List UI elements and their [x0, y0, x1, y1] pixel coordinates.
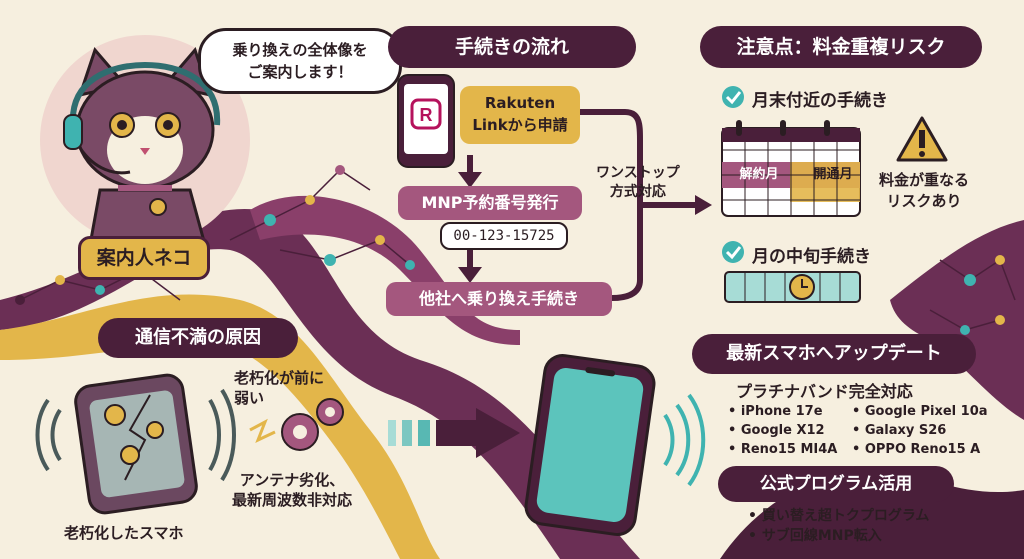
list-item: • Google Pixel 10a: [852, 404, 988, 419]
signal-waves-right: [663, 393, 706, 487]
upgrade-heading: 最新スマホへアップデート: [692, 334, 976, 374]
reason-aging: 老朽化が前に 弱い: [234, 368, 324, 408]
calendar-mid-month: [724, 271, 861, 303]
old-phone-caption: 老朽化したスマホ: [64, 524, 184, 542]
speech-line-2: ご案内します！: [247, 63, 353, 81]
reason2-line-2: 最新周波数非対応: [232, 491, 353, 509]
ribbon-gold: [0, 294, 440, 559]
causes-heading: 通信不満の原因: [98, 318, 298, 358]
warning-line-1: 料金が重なる: [878, 171, 969, 189]
procedure-heading: 手続きの流れ: [388, 26, 636, 68]
mascot-name-label: 案内人ネコ: [78, 236, 210, 280]
caution-heading: 注意点：料金重複リスク: [700, 26, 982, 68]
model-name: iPhone 17e: [740, 404, 823, 419]
list-item: • 買い替え超トクプログラム: [748, 508, 930, 524]
program-item: サブ回線MNP転入: [761, 528, 882, 544]
model-name: Google Pixel 10a: [864, 404, 988, 419]
program-list: • 買い替え超トクプログラム • サブ回線MNP転入: [748, 506, 929, 546]
mnp-number: 00-123-15725: [440, 222, 568, 250]
check-icon: [722, 86, 744, 108]
onestop-line-2: 方式対応: [609, 184, 666, 200]
list-item: • iPhone 17e: [728, 404, 823, 419]
cancel-month-label: 解約月: [739, 167, 779, 182]
model-name: OPPO Reno15 A: [864, 442, 981, 457]
list-item: • サブ回線MNP転入: [748, 528, 882, 544]
step-mnp-issue: MNP予約番号発行: [398, 186, 582, 220]
reason1-line-1: 老朽化が前に: [234, 369, 325, 387]
reason-antenna: アンテナ劣化、 最新周波数非対応: [232, 470, 352, 510]
model-name: Galaxy S26: [864, 423, 947, 438]
mid-month-label: 月の中旬手続き: [752, 247, 871, 267]
warning-text: 料金が重なる リスクあり: [872, 170, 976, 212]
models-left-list: • iPhone 17e • Google X12 • Reno15 MI4A: [728, 402, 837, 459]
new-phone: [524, 354, 656, 536]
gear-icon: [249, 398, 344, 451]
warning-icon: [896, 116, 948, 162]
end-of-month-label: 月末付近の手続き: [752, 91, 888, 111]
ribbon-right: [890, 220, 1024, 420]
upgrade-arrow: [388, 408, 520, 458]
step-switch-carrier: 他社へ乗り換え手続き: [386, 282, 612, 316]
model-name: Reno15 MI4A: [740, 442, 838, 457]
onestop-label: ワンストップ 方式対応: [596, 164, 680, 202]
platinum-band-label: プラチナバンド完全対応: [736, 382, 913, 401]
svg-text:R: R: [420, 105, 433, 125]
open-month-label: 開通月: [813, 167, 853, 182]
calendar-end-month: [721, 120, 861, 217]
step1-line-1: Rakuten: [484, 94, 556, 112]
speech-bubble: 乗り換えの全体像を ご案内します！: [198, 28, 402, 94]
old-phone: [74, 373, 198, 515]
list-item: • Google X12: [728, 423, 825, 438]
model-name: Google X12: [740, 423, 825, 438]
list-item: • OPPO Reno15 A: [852, 442, 981, 457]
list-item: • Galaxy S26: [852, 423, 947, 438]
models-right-list: • Google Pixel 10a • Galaxy S26 • OPPO R…: [852, 402, 988, 459]
check-icon-mid: [722, 241, 744, 263]
program-item: 買い替え超トクプログラム: [761, 508, 930, 524]
step-rakuten-link: Rakuten Linkから申請: [460, 86, 580, 144]
warning-line-2: リスクあり: [886, 192, 962, 210]
network-nodes: [15, 165, 1005, 335]
program-heading: 公式プログラム活用: [718, 466, 954, 502]
cat-mascot: [40, 35, 250, 247]
onestop-line-1: ワンストップ: [596, 165, 680, 181]
reason1-line-2: 弱い: [234, 389, 265, 407]
signal-waves-left: [35, 388, 236, 482]
arrow-heads: [458, 172, 712, 283]
speech-line-1: 乗り換えの全体像を: [232, 41, 368, 59]
reason2-line-1: アンテナ劣化、: [239, 471, 345, 489]
rakuten-phone: R: [397, 74, 455, 168]
step1-line-2: Linkから申請: [472, 116, 568, 134]
flow-arrows: [467, 109, 700, 301]
list-item: • Reno15 MI4A: [728, 442, 838, 457]
